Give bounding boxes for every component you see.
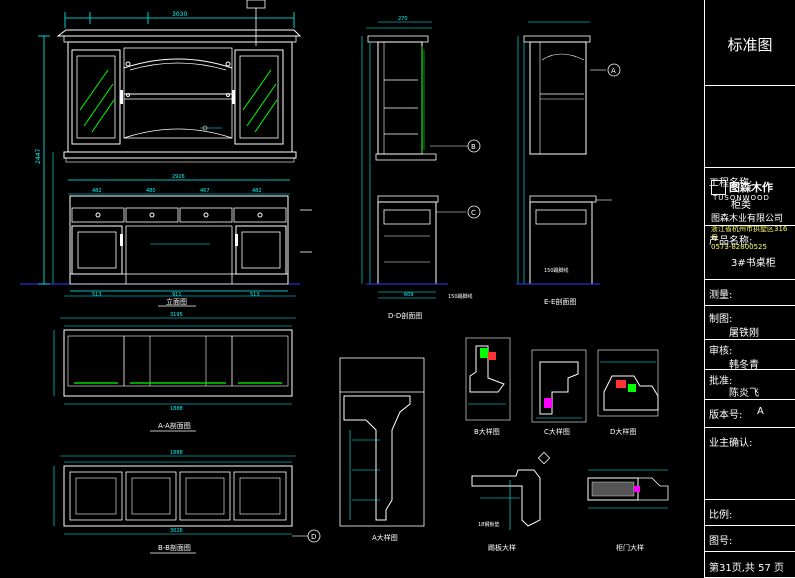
approver-value: 陈炎飞 (729, 388, 759, 399)
drawn-by-label: 制图: (709, 314, 733, 325)
logo-chinese: 图森木作 (729, 181, 773, 194)
title-detail-door: 柜门大样 (616, 543, 644, 552)
detail-b: B大样图 (465, 337, 511, 436)
drawing-number-row: 图号: (705, 526, 795, 552)
company-address: 浙江省杭州市拱墅区316号 0573-82800525 (711, 225, 793, 252)
project-value: 柜类 (731, 200, 751, 211)
dim-dd-depth-base: 609 (404, 292, 414, 298)
dim-overall-width: 3030 (172, 11, 187, 18)
detail-d: D大样图 (597, 349, 659, 436)
drawing-number-label: 图号: (709, 536, 733, 547)
detail-baseboard: 18钢板垫 踢板大样 (471, 451, 551, 552)
project-label: 工程名称: (709, 178, 753, 189)
approver-label: 批准: (709, 376, 733, 387)
scale-label: 比例: (709, 510, 733, 521)
page-row: 第31页,共 57 页 (705, 552, 795, 577)
dim-aa-plan-width: 3195 (170, 312, 183, 318)
detail-door: 柜门大样 (587, 469, 669, 552)
dim-bottom-right: 513 (250, 292, 260, 298)
marker-c-label: C (471, 209, 476, 217)
owner-confirm-label: 业主确认: (709, 438, 753, 449)
marker-d-label: D (311, 533, 316, 541)
logo-english: TUSONWOOD (713, 194, 770, 202)
marker-a-label: A (611, 67, 616, 75)
title-detail-a: A大样图 (372, 533, 398, 542)
dim-aa-bottom: 1888 (170, 406, 183, 412)
address-line-2: 0573-82800525 (711, 243, 767, 251)
version-label: 版本号: (709, 410, 743, 421)
measure-row: 测量: (705, 280, 795, 306)
title-detail-baseboard: 踢板大样 (488, 543, 516, 552)
title-detail-b: B大样图 (474, 427, 500, 436)
detail-c: C大样图 (531, 349, 587, 436)
dim-drawer-4: 482 (252, 188, 262, 194)
title-detail-c: C大样图 (544, 427, 570, 436)
product-value: 3#书桌柜 (731, 258, 776, 269)
reviewer-value: 韩冬青 (729, 360, 759, 371)
owner-confirm-row: 业主确认: (705, 428, 795, 500)
title-block-header: 标准图 (705, 0, 795, 86)
product-label: 产品名称: (709, 236, 753, 247)
sheet-title: 标准图 (727, 36, 773, 54)
title-front-elevation: 立面图 (166, 297, 187, 306)
reviewer-row: 审核: 韩冬青 (705, 340, 795, 371)
title-detail-d: D大样图 (610, 427, 636, 436)
drawn-by-value: 屠铁刚 (729, 328, 759, 339)
detail-a: A大样图 (339, 357, 425, 542)
note-baseboard-ee: 150踢脚线 (544, 267, 569, 274)
drawn-by-row: 制图: 屠铁刚 (705, 306, 795, 340)
note-steel-pad: 18钢板垫 (478, 521, 499, 528)
measure-label: 测量: (709, 290, 733, 301)
dim-dd-depth-top: 270 (398, 16, 408, 22)
title-section-dd: D-D剖面图 (388, 311, 422, 320)
title-section-ee: E-E剖面图 (544, 297, 576, 306)
marker-b-label: B (471, 143, 476, 151)
address-line-1: 浙江省杭州市拱墅区316号 (711, 225, 788, 242)
scale-row: 比例: (705, 500, 795, 526)
dim-drawer-3: 467 (200, 188, 210, 194)
reviewer-label: 审核: (709, 346, 733, 357)
project-row: 工程名称: 柜类 (705, 168, 795, 226)
dim-inner-width: 2926 (172, 174, 185, 180)
section-ee: A 150踢脚线 E-E剖面图 (516, 21, 621, 306)
section-aa: 3195 1888 A-A剖面图 (53, 312, 296, 432)
dim-bb-width: 1888 (170, 450, 183, 456)
company-name: 图森木业有限公司 (711, 214, 784, 224)
section-dd: 270 B C 609 150踢脚线 D-D剖面图 (361, 16, 481, 320)
version-row: 版本号: A (705, 400, 795, 428)
company-logo-icon (711, 180, 726, 195)
product-row: 产品名称: 3#书桌柜 (705, 226, 795, 280)
note-baseboard-dd: 150踢脚线 (448, 293, 473, 300)
dim-overall-height: 2447 (35, 149, 42, 164)
company-section: 图森木作 TUSONWOOD 图森木业有限公司 浙江省杭州市拱墅区316号 05… (705, 86, 795, 251)
dim-drawer-2: 480 (146, 188, 156, 194)
dim-drawer-1: 482 (92, 188, 102, 194)
dim-bottom-left: 513 (92, 292, 102, 298)
section-bb: 1888 3026 D B-B剖面图 (53, 450, 321, 554)
approver-row: 批准: 陈炎飞 (705, 370, 795, 400)
version-value: A (757, 406, 764, 417)
front-elevation: 3030 (20, 0, 312, 307)
dim-bottom-mid: 911 (172, 292, 182, 298)
dim-bb-bottom: 3026 (170, 528, 183, 534)
title-block: 标准图 图森木作 TUSONWOOD 图森木业有限公司 浙江省杭州市拱墅区316… (704, 0, 795, 578)
title-section-aa: A-A剖面图 (158, 421, 191, 430)
page-indicator: 第31页,共 57 页 (709, 563, 784, 574)
title-section-bb: B-B剖面图 (158, 543, 191, 552)
